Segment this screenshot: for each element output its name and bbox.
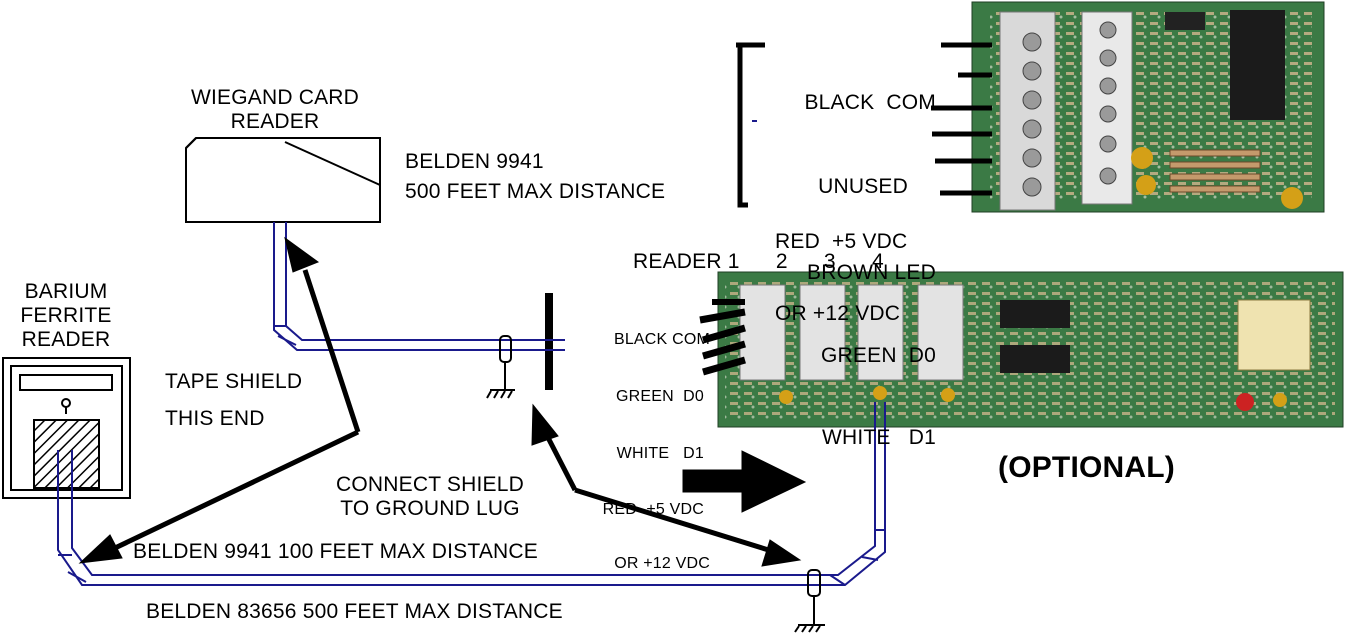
top-terminal-unused: UNUSED [818, 175, 908, 198]
top-terminal-power-labels: RED +5 VDC OR +12 VDC [775, 182, 907, 350]
cable-outer-label: BELDEN 83656 500 FEET MAX DISTANCE [146, 600, 563, 623]
top-terminal-bracket [736, 42, 992, 208]
tape-shield-line-1: TAPE SHIELD [165, 370, 303, 393]
mid-terminal-or-12vdc: OR +12 VDC [614, 555, 710, 572]
mid-terminal-white-d1: WHITE D1 [616, 445, 704, 462]
top-terminal-red-power: RED +5 VDC [775, 230, 908, 253]
top-terminal-white-d1: WHITE D1 [821, 426, 936, 449]
tape-shield-label: TAPE SHIELD THIS END [165, 370, 302, 431]
cable-barium [57, 402, 886, 586]
optional-label: (OPTIONAL) [998, 451, 1175, 484]
belden-top-line-1: BELDEN 9941 [405, 150, 544, 173]
barium-ferrite-reader [2, 357, 131, 499]
connect-shield-label: CONNECT SHIELD TO GROUND LUG [300, 473, 560, 521]
wiegand-reader-line-1: WIEGAND CARD [190, 86, 360, 109]
top-terminal-black-com: BLACK COM [804, 91, 936, 114]
barium-reader-label: BARIUM FERRITE READER [0, 280, 132, 352]
wiegand-card-reader [185, 137, 381, 223]
top-terminal-labels: BLACK COM UNUSED BROWN LED GREEN D0 WHIT… [740, 33, 936, 479]
pointer-arrows [78, 236, 807, 567]
mid-terminal-green-d0: GREEN D0 [615, 388, 704, 405]
mid-terminal-black-com: BLACK COM [613, 331, 710, 348]
top-terminal-green-d0: GREEN D0 [821, 344, 936, 367]
expansion-board [717, 271, 1344, 428]
top-controller-board [971, 1, 1325, 213]
shield-ground-lug-1 [486, 335, 515, 399]
wiegand-reader-label: WIEGAND CARD READER [165, 86, 385, 134]
reader-numbers-label: READER 1 2 3 4 [633, 250, 884, 273]
top-terminal-brown-led: BROWN LED [807, 261, 936, 284]
top-terminal-or-12vdc: OR +12 VDC [775, 302, 901, 325]
barium-line-1: BARIUM [24, 280, 108, 303]
wiegand-reader-line-2: READER [230, 110, 320, 133]
barium-line-3: READER [21, 328, 111, 351]
connect-shield-line-2: TO GROUND LUG [340, 497, 520, 520]
tape-shield-line-2: THIS END [165, 407, 265, 430]
mid-terminal-bracket [545, 293, 746, 390]
mid-terminal-red-power: RED +5 VDC [602, 501, 704, 518]
belden-top-label: BELDEN 9941 500 FEET MAX DISTANCE [405, 150, 665, 204]
cable-wiegand [273, 222, 565, 351]
barium-line-2: FERRITE [20, 304, 112, 327]
belden-top-line-2: 500 FEET MAX DISTANCE [405, 180, 666, 203]
mid-terminal-labels: BLACK COM GREEN D0 WHITE D1 RED +5 VDC O… [560, 295, 710, 591]
shield-ground-lug-2 [794, 569, 825, 633]
cable-inner-label: BELDEN 9941 100 FEET MAX DISTANCE [133, 540, 538, 563]
connect-shield-line-1: CONNECT SHIELD [336, 473, 524, 496]
